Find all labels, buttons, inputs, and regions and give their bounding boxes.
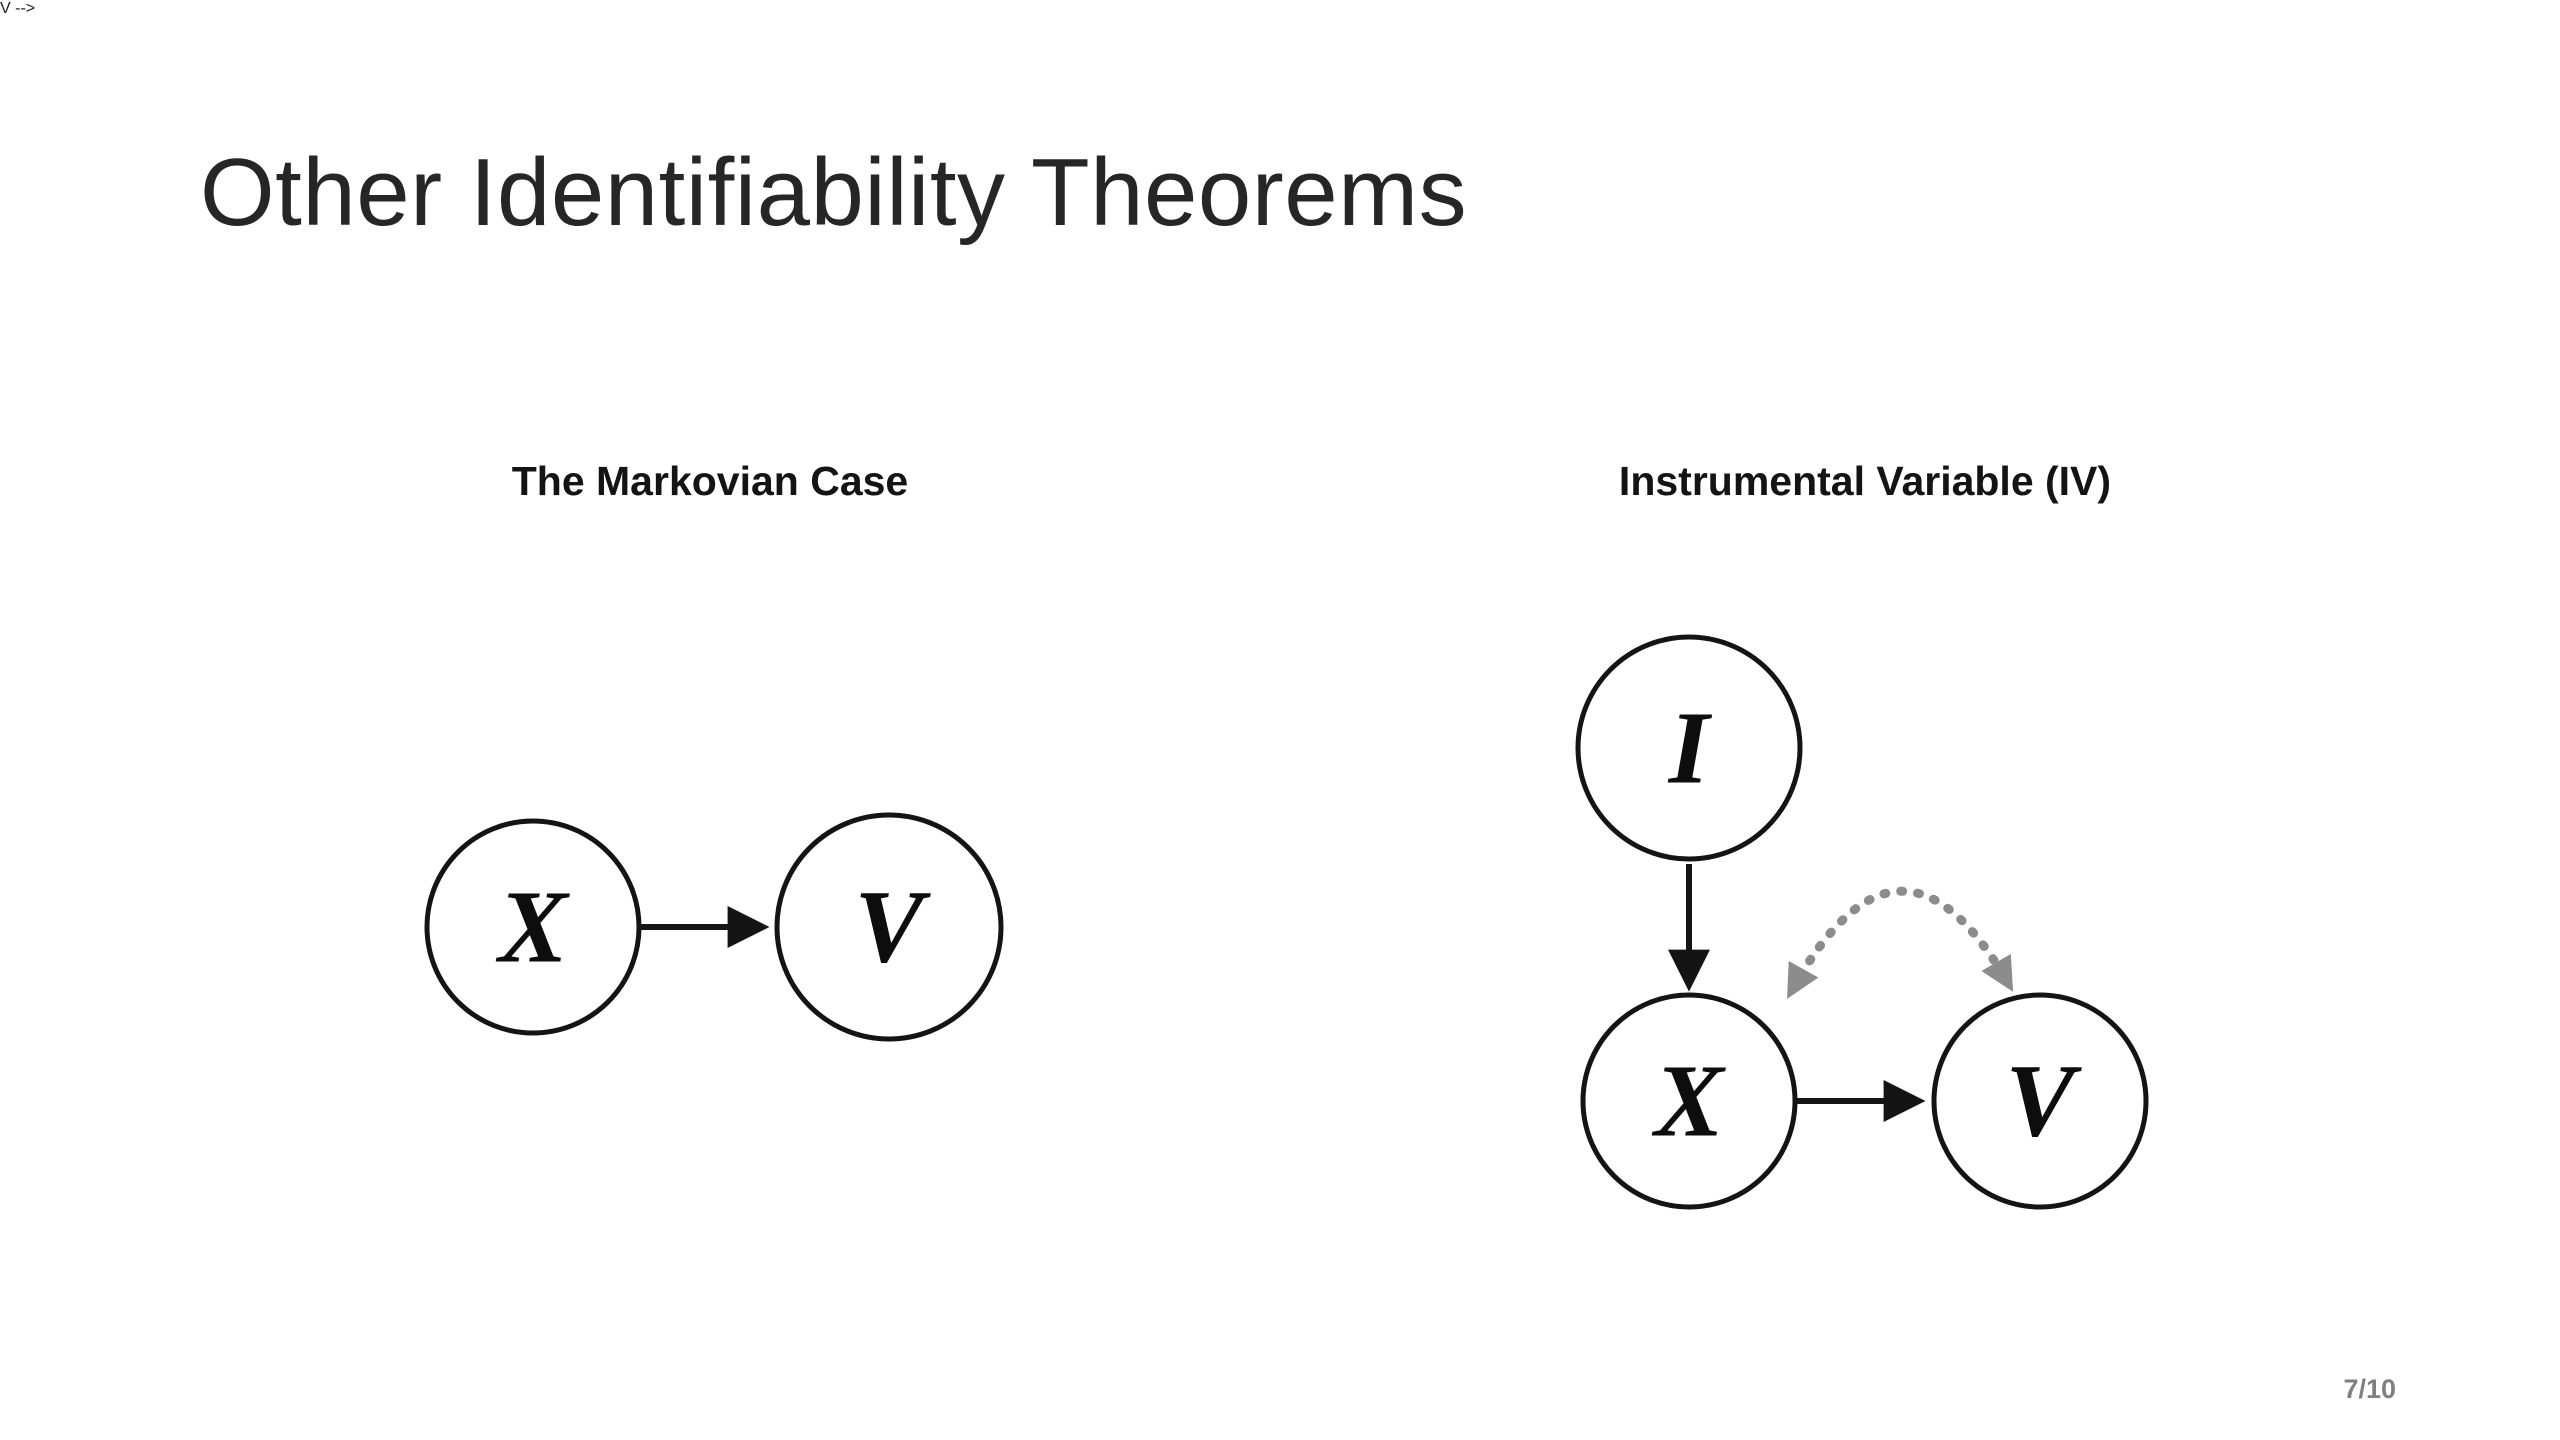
node-x-circle [1580, 992, 1798, 1210]
node-v-circle [1931, 992, 2149, 1210]
confounder-dashed-arc [1787, 886, 2014, 999]
section-heading-markovian: The Markovian Case [511, 458, 909, 504]
page-number: 7/10 [2343, 1374, 2396, 1404]
node-i-circle [1575, 634, 1803, 862]
node-x-circle [424, 818, 642, 1036]
node-x-label: X [1651, 1044, 1726, 1159]
node-v-label: V [2005, 1044, 2082, 1159]
markovian-diagram: X V [424, 812, 1004, 1042]
slide-title: Other Identifiability Theorems [200, 139, 1468, 246]
node-i-label: I [1667, 691, 1713, 806]
node-v-circle [774, 812, 1004, 1042]
section-heading-iv: Instrumental Variable (IV) [1618, 458, 2112, 504]
node-v-label: V [854, 870, 931, 985]
node-x-label: X [495, 870, 570, 985]
iv-diagram: I X V [1575, 634, 2149, 1210]
